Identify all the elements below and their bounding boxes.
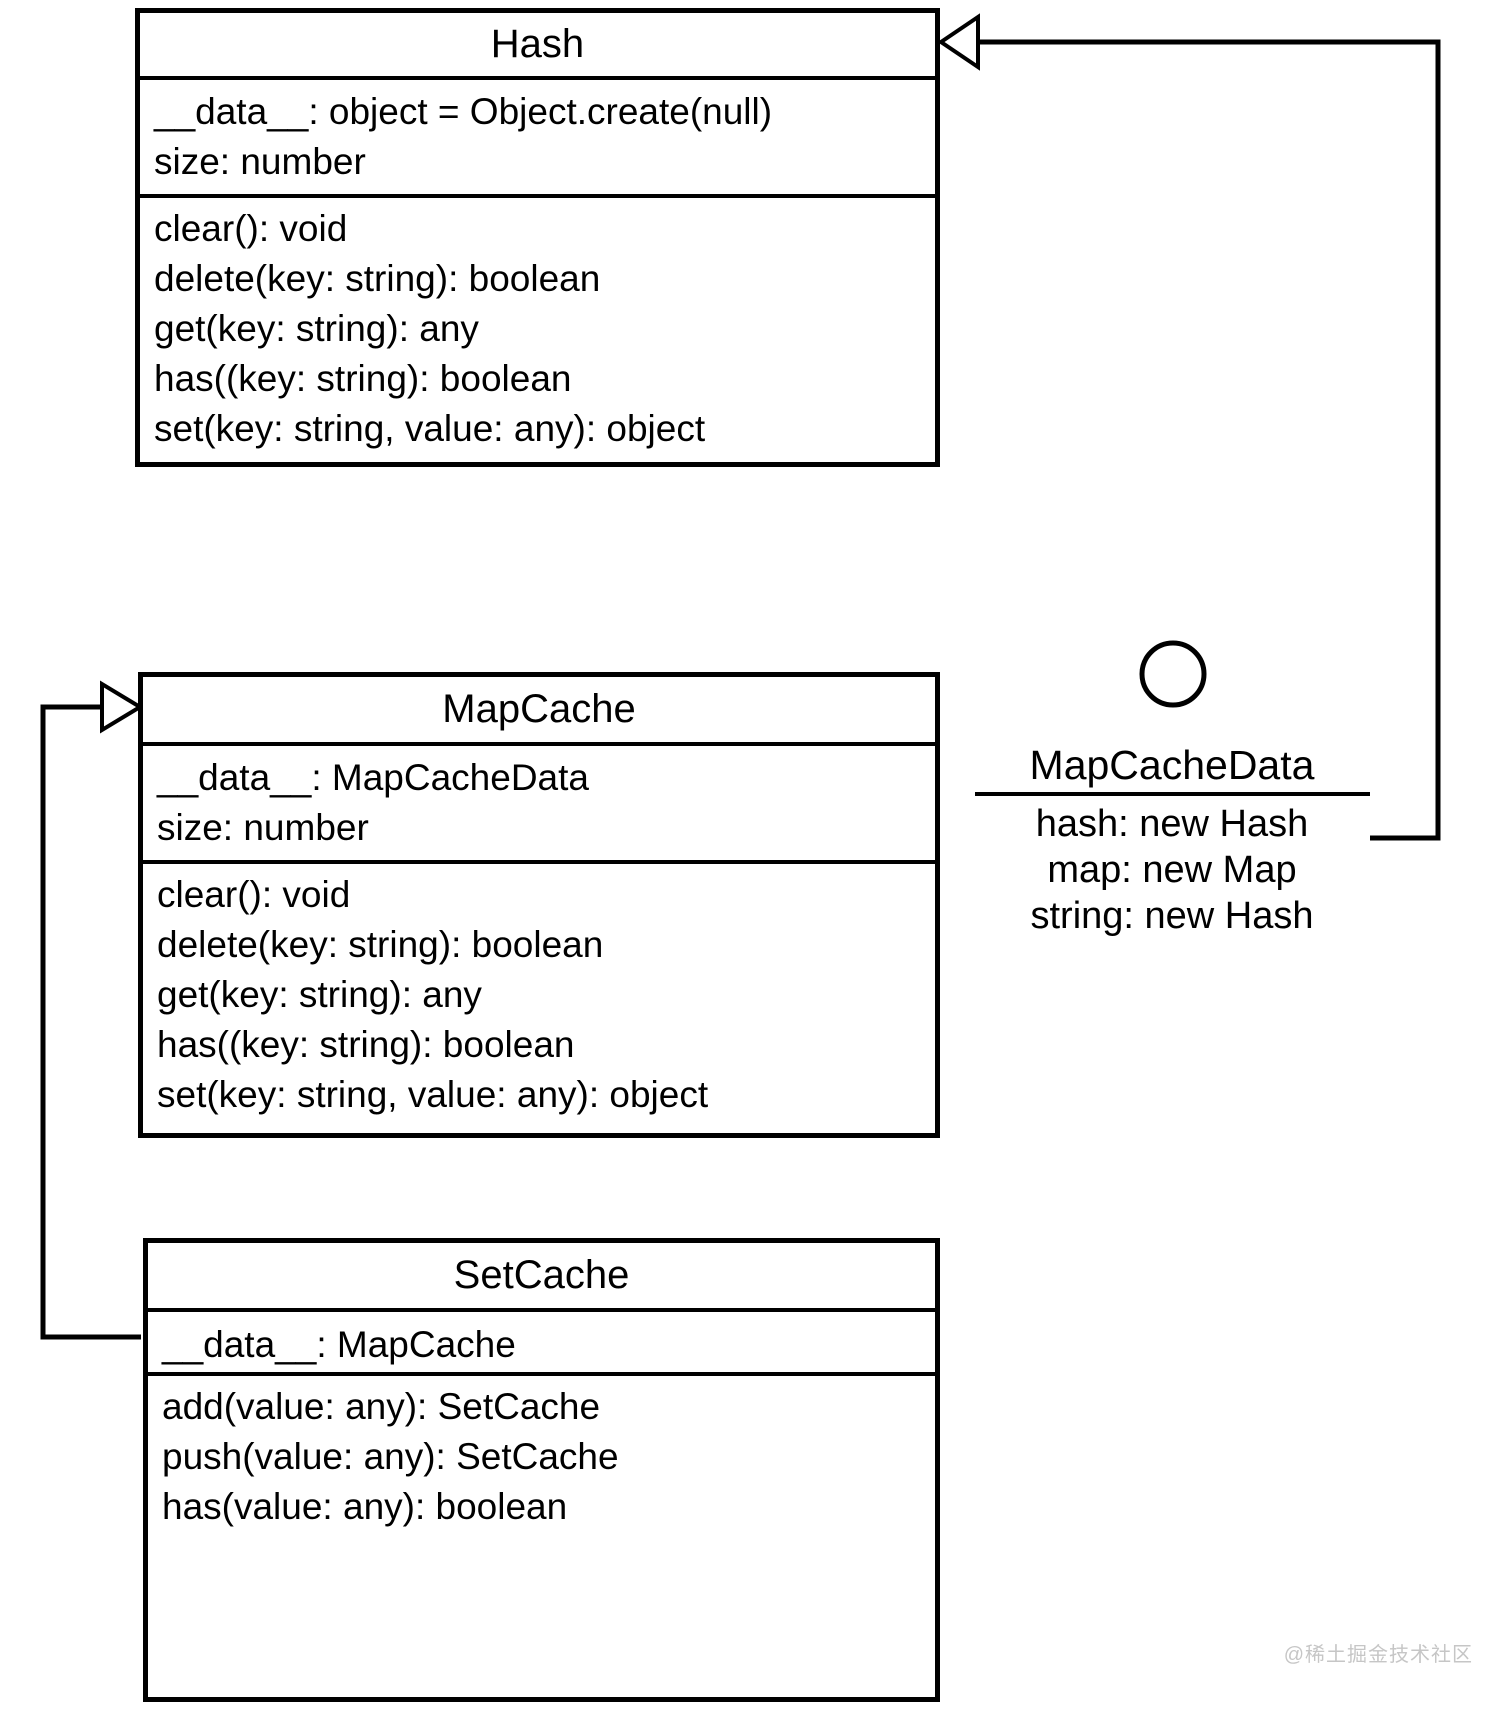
method-line: add(value: any): SetCache bbox=[162, 1386, 601, 1427]
class-box-hash: Hash __data__: object = Object.create(nu… bbox=[135, 8, 940, 467]
attribute-line: __data__: MapCacheData bbox=[157, 757, 589, 798]
method-line: clear(): void bbox=[157, 874, 351, 915]
interface-mapcachedata: MapCacheData hash: new Hash map: new Map… bbox=[972, 743, 1372, 939]
method-line: has(value: any): boolean bbox=[162, 1486, 568, 1527]
class-box-mapcache: MapCache __data__: MapCacheData size: nu… bbox=[138, 672, 940, 1138]
class-methods-mapcache: clear(): void delete(key: string): boole… bbox=[143, 864, 935, 1133]
interface-member-line: map: new Map bbox=[1047, 849, 1297, 891]
method-line: has((key: string): boolean bbox=[157, 1024, 575, 1065]
watermark: @稀土掘金技术社区 bbox=[1283, 1644, 1473, 1666]
method-line: get(key: string): any bbox=[154, 308, 479, 349]
class-title-setcache: SetCache bbox=[148, 1243, 935, 1312]
method-line: delete(key: string): boolean bbox=[157, 924, 604, 965]
class-box-setcache: SetCache __data__: MapCache add(value: a… bbox=[143, 1238, 940, 1702]
attribute-line: size: number bbox=[157, 807, 369, 848]
connector-setcache-to-mapcache bbox=[40, 704, 141, 1340]
method-line: clear(): void bbox=[154, 208, 348, 249]
class-methods-setcache: add(value: any): SetCache push(value: an… bbox=[148, 1376, 935, 1697]
class-title-hash: Hash bbox=[140, 13, 935, 80]
method-line: delete(key: string): boolean bbox=[154, 258, 601, 299]
class-methods-hash: clear(): void delete(key: string): boole… bbox=[140, 198, 935, 462]
method-line: set(key: string, value: any): object bbox=[154, 408, 706, 449]
method-line: push(value: any): SetCache bbox=[162, 1436, 619, 1477]
inheritance-arrowhead-hash-icon bbox=[937, 13, 980, 71]
class-attributes-hash: __data__: object = Object.create(null) s… bbox=[140, 80, 935, 198]
interface-members: hash: new Hash map: new Map string: new … bbox=[972, 801, 1372, 939]
attribute-line: __data__: object = Object.create(null) bbox=[154, 91, 773, 132]
class-attributes-setcache: __data__: MapCache bbox=[148, 1312, 935, 1376]
attribute-line: size: number bbox=[154, 141, 366, 182]
attribute-line: __data__: MapCache bbox=[162, 1324, 516, 1365]
interface-member-line: hash: new Hash bbox=[1035, 803, 1309, 845]
interface-title: MapCacheData bbox=[1029, 742, 1315, 788]
method-line: set(key: string, value: any): object bbox=[157, 1074, 709, 1115]
interface-lollipop-circle-icon bbox=[1139, 640, 1207, 708]
class-title-mapcache: MapCache bbox=[143, 677, 935, 746]
inheritance-arrowhead-mapcache-icon bbox=[100, 680, 144, 734]
method-line: get(key: string): any bbox=[157, 974, 482, 1015]
connector-mapcachedata-to-hash bbox=[978, 39, 1441, 841]
method-line: has((key: string): boolean bbox=[154, 358, 572, 399]
class-attributes-mapcache: __data__: MapCacheData size: number bbox=[143, 746, 935, 864]
interface-member-line: string: new Hash bbox=[1030, 895, 1314, 937]
